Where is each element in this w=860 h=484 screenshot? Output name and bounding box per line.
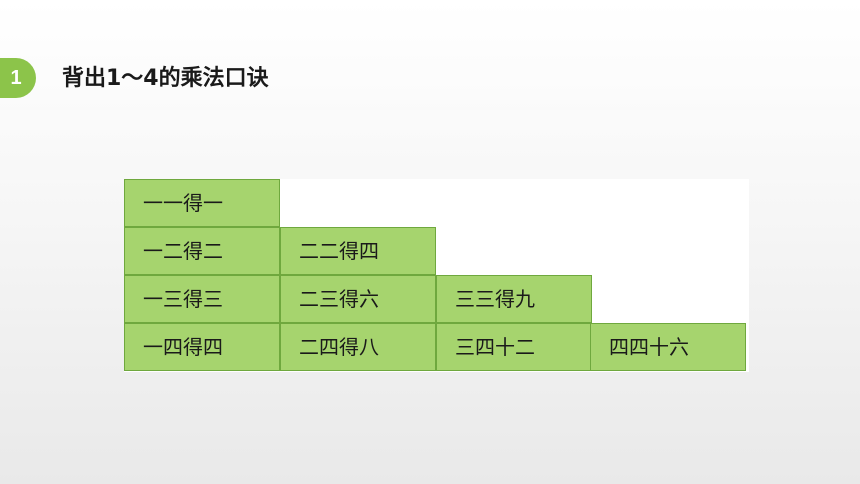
table-cell: 一四得四 [124, 323, 280, 371]
table-cell: 一一得一 [124, 179, 280, 227]
table-cell: 一二得二 [124, 227, 280, 275]
table-cell: 一三得三 [124, 275, 280, 323]
table-cell: 二四得八 [280, 323, 436, 371]
table-cell: 二三得六 [280, 275, 436, 323]
multiplication-table: 一一得一 一二得二 二二得四 一三得三 二三得六 三三得九 一四得四 二四得八 … [124, 179, 749, 372]
table-cell: 二二得四 [280, 227, 436, 275]
table-cell: 四四十六 [590, 323, 746, 371]
table-cell: 三三得九 [436, 275, 592, 323]
section-number-badge: 1 [0, 58, 36, 98]
page-title: 背出1～4的乘法口诀 [62, 66, 269, 91]
table-cell: 三四十二 [436, 323, 592, 371]
